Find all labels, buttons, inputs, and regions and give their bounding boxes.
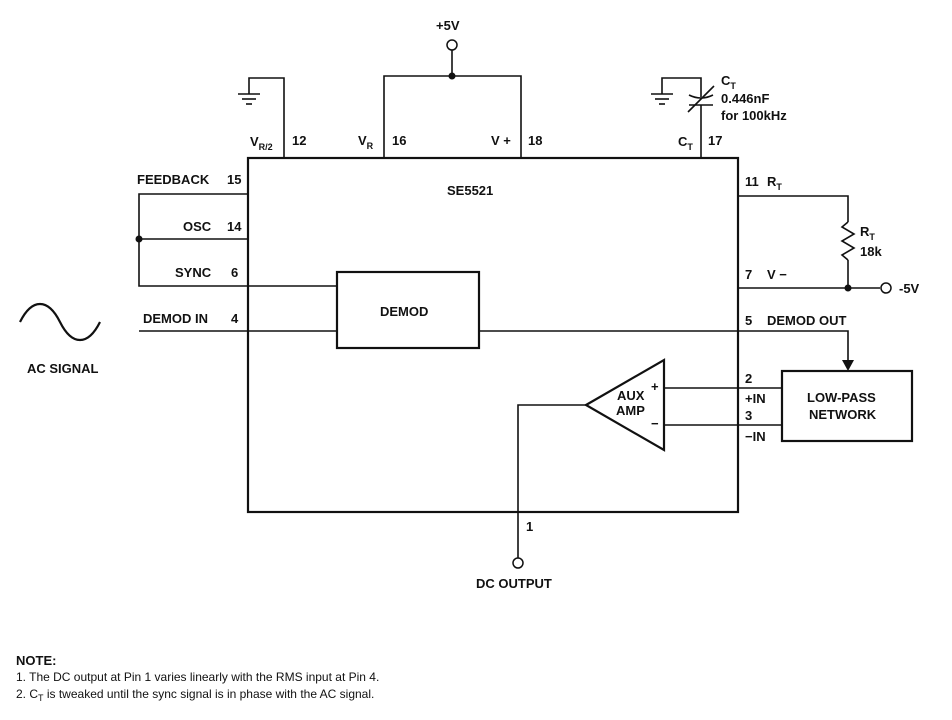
pin-3-number: 3 [745,408,752,423]
resistor-value: 18k [860,244,882,259]
osc-junction [135,235,143,243]
sine-wave-icon [19,303,101,341]
pin-1-number: 1 [526,519,533,534]
pin-5-number: 5 [745,313,752,328]
vr2-ground-wire [248,77,285,158]
pin-demod-in-label: DEMOD IN [143,311,208,326]
pin-minus-in-label: −IN [745,429,766,444]
supply-neg-label: -5V [899,281,920,296]
ground-icon [238,93,260,105]
note-line-1: 1. The DC output at Pin 1 varies linearl… [16,670,380,684]
supply-pos-terminal [446,39,458,51]
pin-feedback-label: FEEDBACK [137,172,210,187]
rt-wire [738,195,849,222]
demod-block [335,270,481,350]
cap-frequency: for 100kHz [721,108,787,123]
low-pass-label-line2: NETWORK [809,407,877,422]
pin-demod-out-label: DEMOD OUT [767,313,847,328]
note-line-2: 2. CT is tweaked until the sync signal i… [16,687,375,703]
cap-variable-arrow [687,85,715,113]
pin-sync-label: SYNC [175,265,212,280]
ground-icon [651,93,673,105]
pin-17-number: 17 [708,133,722,148]
aux-amp-plus-sign: + [651,379,659,394]
resistor-label: RT [860,224,875,242]
dc-output-label: DC OUTPUT [476,576,552,591]
pin-ct-label: CT [678,134,693,152]
vminus-junction [844,284,852,292]
pin-vr-label: VR [358,133,374,151]
pin-11-number: 11 [745,174,759,189]
pin-18-number: 18 [528,133,542,148]
resistor-icon [840,221,856,261]
pin-vminus-label: V − [767,267,787,282]
demod-out-wire [479,330,849,364]
pin-16-number: 16 [392,133,406,148]
pin-plus-in-label: +IN [745,391,766,406]
dc-output-terminal [512,557,524,569]
ic-body [246,156,740,514]
arrow-down-icon [842,360,854,371]
aux-amp-label-line2: AMP [616,403,645,418]
pin-vplus-label: V + [491,133,511,148]
low-pass-label-line1: LOW-PASS [807,390,876,405]
pin-rt-label: RT [767,174,782,192]
cap-ground-wire [661,77,702,97]
pin-vr2-label: VR/2 [250,134,273,152]
ac-signal-label: AC SIGNAL [27,361,99,376]
pin-4-number: 4 [231,311,239,326]
notes-title: NOTE: [16,653,57,668]
pin-7-number: 7 [745,267,752,282]
aux-amp-label-line1: AUX [617,388,645,403]
demod-label: DEMOD [380,304,428,319]
notes-section: NOTE: 1. The DC output at Pin 1 varies l… [16,652,379,704]
supply-neg-terminal [880,282,892,294]
pin-6-number: 6 [231,265,238,280]
pin-osc-label: OSC [183,219,212,234]
cap-value: 0.446nF [721,91,769,106]
supply-junction [448,72,456,80]
pin-14-number: 14 [227,219,242,234]
pin-15-number: 15 [227,172,241,187]
chip-label: SE5521 [447,183,493,198]
aux-amp-triangle [583,358,666,452]
supply-pos-label: +5V [436,18,460,33]
dc-output-wire [517,404,586,558]
low-pass-network-block [780,369,914,443]
pin-2-number: 2 [745,371,752,386]
cap-label: CT [721,73,736,91]
pin-12-number: 12 [292,133,306,148]
aux-amp-minus-sign: − [651,416,659,431]
